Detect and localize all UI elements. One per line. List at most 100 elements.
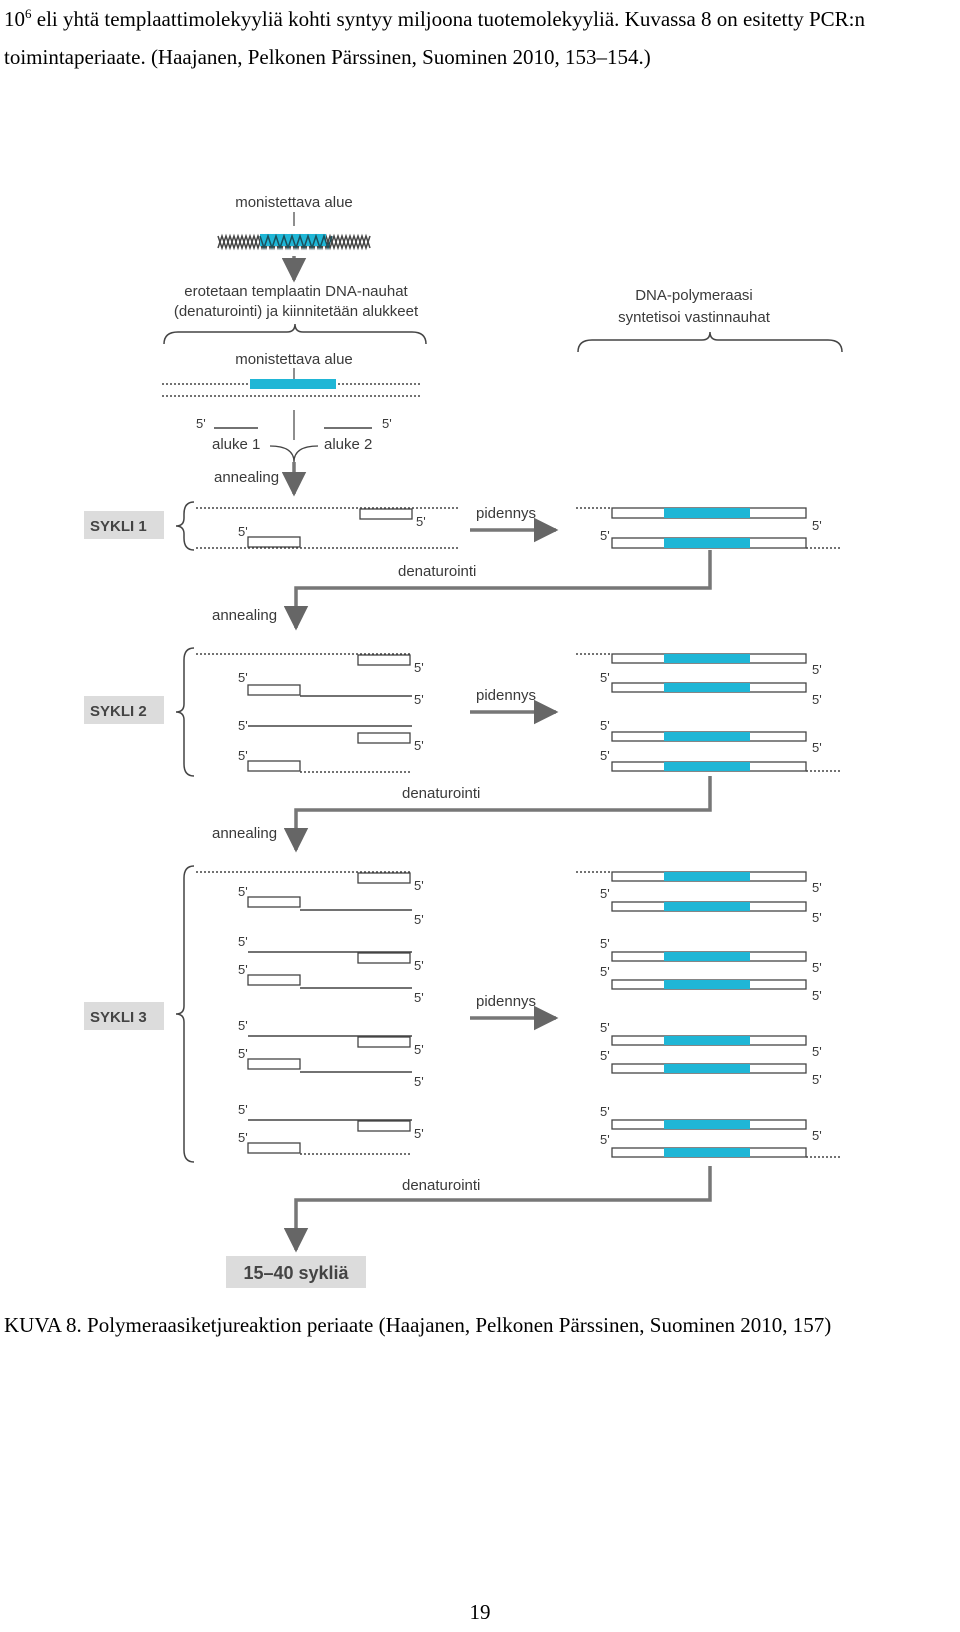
five-prime-label: 5' <box>812 1128 822 1143</box>
five-prime-label: 5' <box>812 880 822 895</box>
intro-exponent: 6 <box>25 6 32 21</box>
five-prime-label: 5' <box>414 738 424 753</box>
five-prime-label: 5' <box>414 692 424 707</box>
denaturation-label: denaturointi <box>398 563 476 580</box>
five-prime-label: 5' <box>382 416 392 431</box>
figure-layer: monistettava alue erotetaan templaatin DN… <box>84 194 843 1288</box>
primer-box <box>357 1036 411 1048</box>
extension-label: pidennys <box>476 993 536 1010</box>
five-prime-label: 5' <box>414 1126 424 1141</box>
five-prime-label: 5' <box>238 748 248 763</box>
primer-1-label: aluke 1 <box>212 436 260 453</box>
five-prime-label: 5' <box>238 1102 248 1117</box>
five-prime-label: 5' <box>600 1048 610 1063</box>
separate-label-1: erotetaan templaatin DNA-nauhat <box>184 283 408 300</box>
five-prime-label: 5' <box>238 524 248 539</box>
primer-box <box>357 952 411 964</box>
amplified-region <box>664 952 750 961</box>
primer-box <box>247 1058 301 1070</box>
amplified-region <box>664 508 750 518</box>
five-prime-label: 5' <box>238 1018 248 1033</box>
intro-text: eli yhtä templaattimolekyyliä kohti synt… <box>4 7 865 69</box>
polymerase-label-1: DNA-polymeraasi <box>635 287 753 304</box>
intro-exponent-base: 10 <box>4 7 25 31</box>
primer-box <box>357 732 411 744</box>
extension-label: pidennys <box>476 505 536 522</box>
cycle-3-label: SYKLI 3 <box>90 1009 147 1026</box>
final-cycles-label: 15–40 sykliä <box>243 1263 349 1283</box>
cycle-1-label-box <box>84 511 164 539</box>
cycle-1-brace <box>175 501 195 551</box>
region-label-mid: monistettava alue <box>235 351 353 368</box>
amplified-region <box>664 1064 750 1073</box>
five-prime-label: 5' <box>196 416 206 431</box>
five-prime-label: 5' <box>238 884 248 899</box>
denaturation-label: denaturointi <box>402 1177 480 1194</box>
final-cycles-box <box>226 1256 366 1288</box>
cycle-2-brace <box>175 647 195 777</box>
five-prime-label: 5' <box>600 748 610 763</box>
primer-box <box>247 760 301 772</box>
five-prime-label: 5' <box>812 518 822 533</box>
five-prime-label: 5' <box>414 990 424 1005</box>
primer-2-label: aluke 2 <box>324 436 372 453</box>
annealing-label: annealing <box>212 825 277 842</box>
primer-box <box>247 684 301 696</box>
five-prime-label: 5' <box>600 718 610 733</box>
separate-label-2: (denaturointi) ja kiinnitetään alukkeet <box>174 303 419 320</box>
amplified-region <box>664 683 750 692</box>
five-prime-label: 5' <box>414 1074 424 1089</box>
five-prime-label: 5' <box>238 670 248 685</box>
cycle-2-label: SYKLI 2 <box>90 703 147 720</box>
primer-box <box>357 654 411 666</box>
page-number: 19 <box>469 1600 491 1624</box>
five-prime-label: 5' <box>600 936 610 951</box>
amplified-region <box>664 654 750 663</box>
dna-helix-highlight <box>259 233 333 251</box>
amplified-region <box>664 902 750 911</box>
primer-box <box>357 1120 411 1132</box>
five-prime-label: 5' <box>812 740 822 755</box>
five-prime-label: 5' <box>600 528 610 543</box>
denaturation-label: denaturointi <box>402 785 480 802</box>
primer-box <box>247 536 301 548</box>
five-prime-label: 5' <box>812 910 822 925</box>
cycle-1-label: SYKLI 1 <box>90 518 147 535</box>
five-prime-label: 5' <box>600 670 610 685</box>
amplified-region <box>664 1120 750 1129</box>
five-prime-label: 5' <box>414 912 424 927</box>
brace-left <box>163 323 427 345</box>
five-prime-label: 5' <box>812 988 822 1003</box>
amplified-region <box>664 732 750 741</box>
denaturation-arrow <box>283 776 712 853</box>
cycle-2-label-box <box>84 696 164 724</box>
polymerase-label-2: syntetisoi vastinnauhat <box>618 309 771 326</box>
intro-paragraph: 106 eli yhtä templaattimolekyyliä kohti … <box>4 0 954 76</box>
five-prime-label: 5' <box>238 1046 248 1061</box>
five-prime-label: 5' <box>414 958 424 973</box>
cycle-3-label-box <box>84 1002 164 1030</box>
extension-label: pidennys <box>476 687 536 704</box>
figure-caption: KUVA 8. Polymeraasiketjureaktion periaat… <box>4 1313 832 1337</box>
five-prime-label: 5' <box>600 1104 610 1119</box>
five-prime-label: 5' <box>600 1020 610 1035</box>
primer-box <box>247 974 301 986</box>
five-prime-label: 5' <box>414 878 424 893</box>
five-prime-label: 5' <box>812 1044 822 1059</box>
merge-brace <box>269 445 319 463</box>
five-prime-label: 5' <box>812 692 822 707</box>
denaturation-arrow <box>283 550 712 631</box>
five-prime-label: 5' <box>414 660 424 675</box>
five-prime-label: 5' <box>238 718 248 733</box>
five-prime-label: 5' <box>238 934 248 949</box>
five-prime-label: 5' <box>416 514 426 529</box>
five-prime-label: 5' <box>812 662 822 677</box>
five-prime-label: 5' <box>600 1132 610 1147</box>
annealing-label: annealing <box>212 607 277 624</box>
amplified-region <box>664 538 750 548</box>
cycle-3-brace <box>175 865 195 1163</box>
amplified-region <box>664 1148 750 1157</box>
amplified-region <box>664 762 750 771</box>
five-prime-label: 5' <box>238 962 248 977</box>
